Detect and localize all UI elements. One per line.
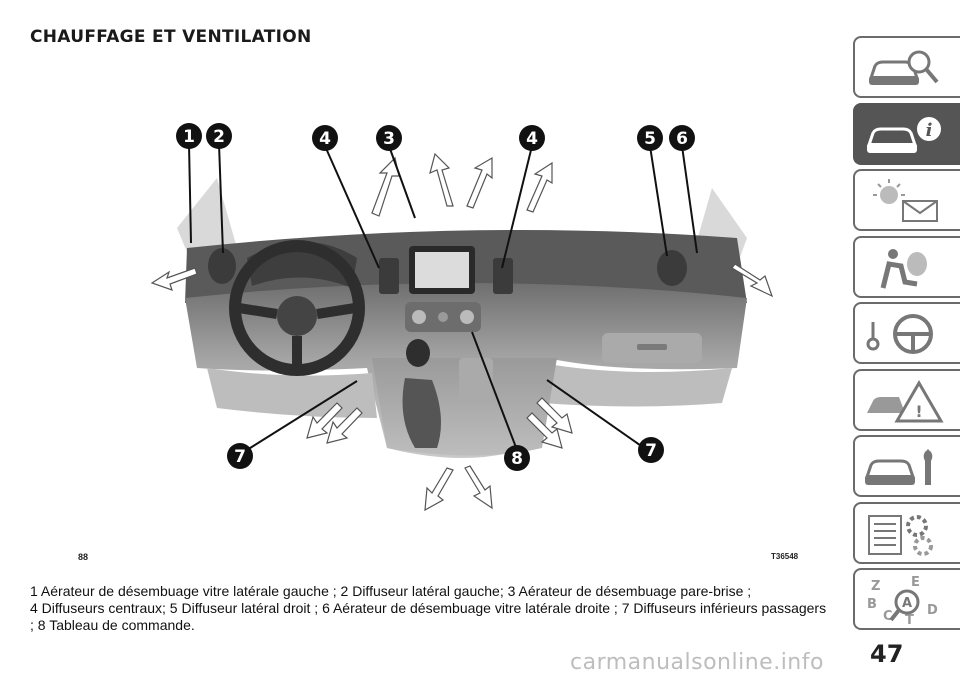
callout-8: 8: [504, 445, 530, 471]
tab-warning-lights[interactable]: [853, 169, 960, 231]
svg-text:T: T: [905, 613, 914, 626]
callout-leaders: [188, 143, 698, 451]
car-crash-warning-icon: !: [867, 379, 944, 422]
callout-3: 3: [376, 125, 402, 151]
callout-7-right: 7: [638, 437, 664, 463]
section-title: CHAUFFAGE ET VENTILATION: [30, 27, 312, 47]
page-number: 47: [870, 640, 904, 668]
seat-airbag-icon: [880, 248, 927, 289]
callout-1-label: 1: [183, 127, 195, 147]
svg-text:B: B: [867, 597, 877, 612]
callout-4-left: 4: [312, 125, 338, 151]
display-glass: [415, 252, 469, 288]
callout-2-label: 2: [213, 127, 225, 147]
tab-steering-key[interactable]: [853, 302, 960, 364]
gear-boot: [402, 378, 441, 448]
car-info-icon: i: [866, 116, 941, 153]
steering-wheel: [229, 240, 365, 376]
center-vent-right: [493, 258, 513, 294]
side-vent-right: [657, 250, 687, 286]
callout-5: 5: [637, 125, 663, 151]
steering-hub: [277, 296, 317, 336]
callout-4-right: 4: [519, 125, 545, 151]
svg-text:!: !: [915, 402, 922, 421]
callout-3-label: 3: [383, 129, 395, 149]
lower-panel-right: [542, 363, 732, 407]
svg-text:i: i: [926, 120, 933, 141]
side-vent-left: [208, 248, 236, 284]
callout-7-left: 7: [227, 443, 253, 469]
caption-line-2: 4 Diffuseurs centraux; 5 Diffuseur latér…: [30, 600, 827, 616]
callouts: 1 2 3 4 4 5 6 7 7 8: [176, 123, 695, 471]
svg-text:A: A: [902, 596, 912, 611]
callout-8-label: 8: [511, 449, 523, 469]
tab-list-gears[interactable]: [853, 501, 960, 564]
dashboard-ventilation-figure: 1 2 3 4 4 5 6 7 7 8: [147, 118, 795, 558]
figure-number: 88: [78, 552, 89, 562]
figure-code: T36548: [771, 552, 799, 561]
callout-4-left-label: 4: [319, 129, 331, 149]
tab-car-info[interactable]: i: [853, 102, 960, 165]
tab-car-search[interactable]: [853, 36, 960, 98]
center-vent-left: [379, 258, 399, 294]
tab-car-wrench[interactable]: [853, 435, 960, 497]
car-search-icon: [868, 50, 939, 85]
caption-line-3: ; 8 Tableau de commande.: [30, 617, 195, 633]
caption-line-1: 1 Aérateur de désembuage vitre latérale …: [30, 583, 752, 599]
callout-7-left-label: 7: [234, 447, 246, 467]
car-wrench-icon: [864, 449, 933, 485]
chapter-tabs: i !: [853, 36, 960, 635]
tab-car-crash-warning[interactable]: !: [853, 368, 960, 431]
warning-light-message-icon: [873, 179, 938, 222]
callout-5-label: 5: [644, 129, 656, 149]
list-gears-icon: [868, 514, 933, 556]
storage-tray: [459, 358, 493, 402]
figure-caption: 1 Aérateur de désembuage vitre latérale …: [30, 583, 830, 634]
callout-4-right-label: 4: [526, 129, 538, 149]
svg-text:C: C: [883, 609, 893, 624]
svg-text:E: E: [911, 575, 920, 590]
callout-2: 2: [206, 123, 232, 149]
airflow-arrows: [150, 152, 774, 512]
steering-wheel-key-icon: [866, 314, 933, 354]
callout-1: 1: [176, 123, 202, 149]
callout-7-right-label: 7: [645, 441, 657, 461]
watermark: carmanualsonline.info: [570, 650, 824, 675]
gear-knob: [406, 339, 430, 367]
alphabet-index-icon: Z E B C DT A: [867, 575, 938, 626]
tab-seat-airbag[interactable]: [853, 235, 960, 298]
callout-6-label: 6: [676, 129, 688, 149]
dashboard-illustration: 1 2 3 4 4 5 6 7 7 8: [150, 123, 774, 512]
callout-6: 6: [669, 125, 695, 151]
svg-text:D: D: [927, 603, 938, 618]
svg-text:Z: Z: [871, 579, 880, 594]
